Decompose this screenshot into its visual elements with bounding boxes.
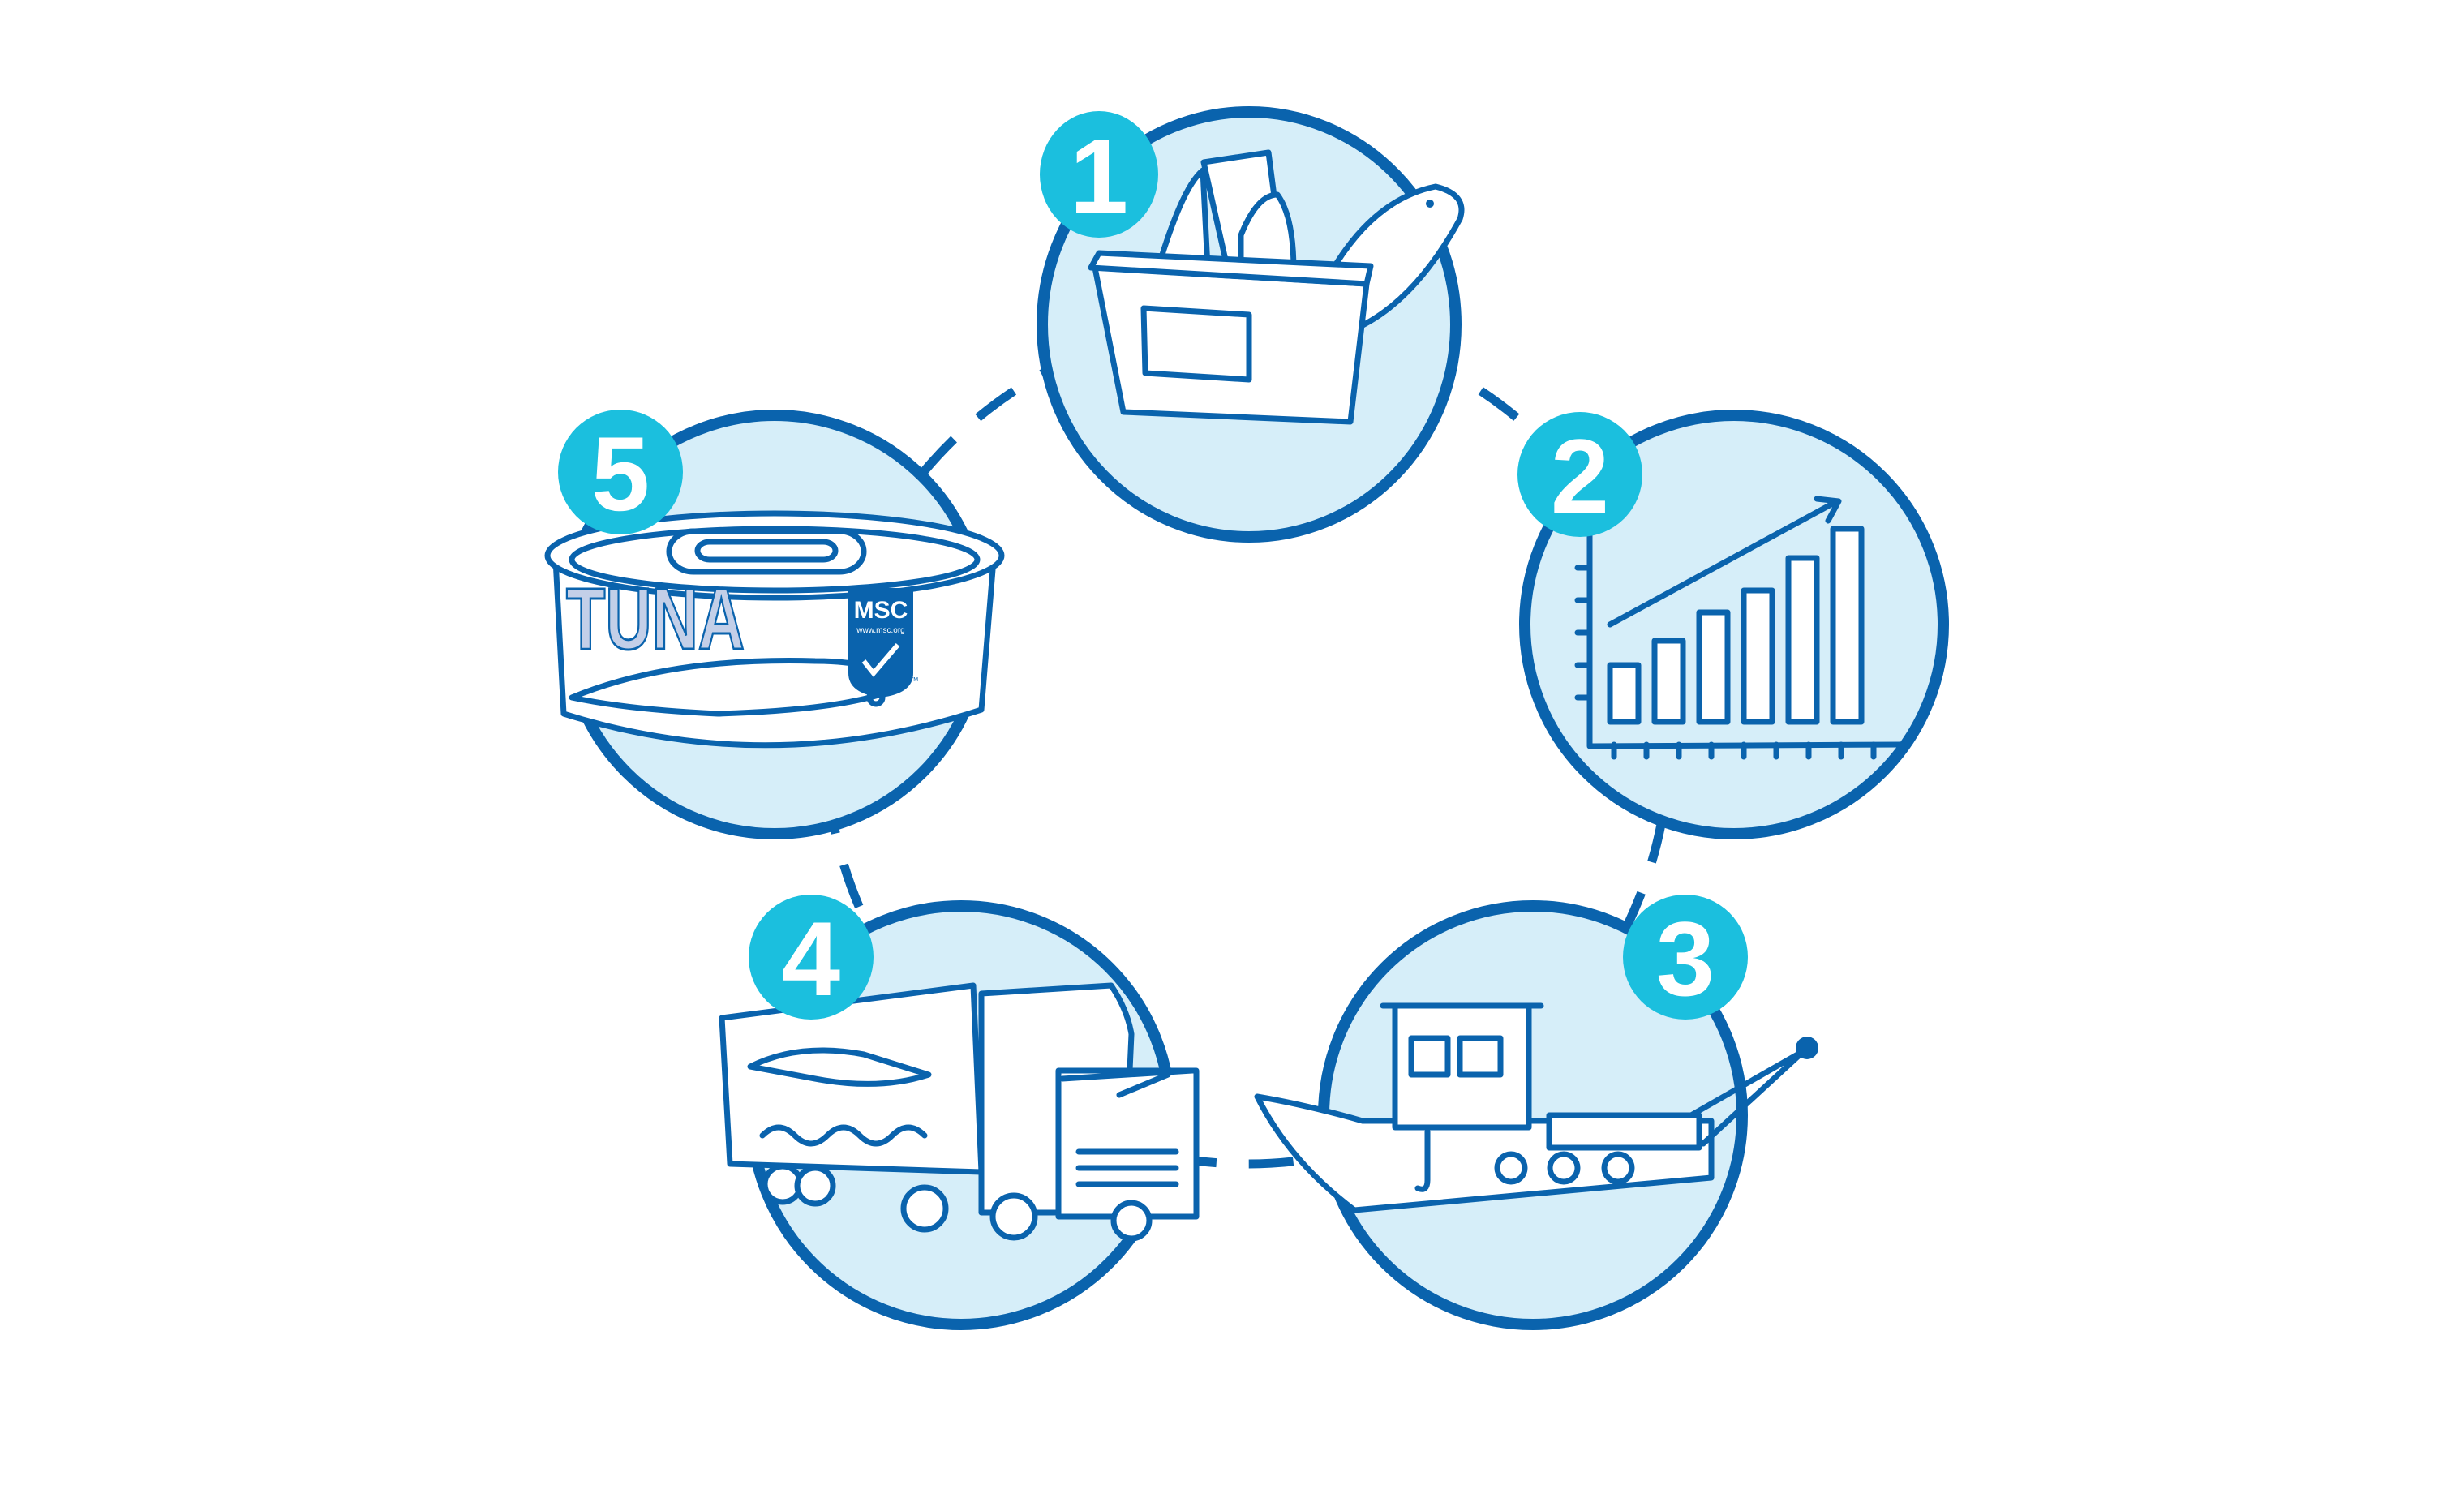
step-badge-1: 1 [1040,111,1158,238]
tuna-can-icon: TUNA MSC www.msc.org TM [544,510,1005,749]
svg-text:MSC: MSC [854,597,908,624]
delivery-truck-icon [719,982,1200,1242]
step-badge-2: 2 [1517,412,1642,537]
shark-icon [747,1047,932,1087]
step-1 [1037,106,1465,543]
step-badge-3: 3 [1623,895,1748,1020]
growth-bar-chart-icon [1574,496,1905,760]
fishing-boat-icon [1254,1002,1818,1213]
svg-text:TM: TM [910,677,918,683]
msc-logo: MSC www.msc.org TM [848,588,918,698]
step-badge-5: 5 [558,410,683,534]
svg-text:3: 3 [1656,899,1715,1018]
svg-text:4: 4 [782,899,840,1018]
svg-text:5: 5 [591,414,650,533]
step-2 [1519,410,1949,839]
step-badge-4: 4 [749,895,874,1020]
step-5: TUNA MSC www.msc.org TM [544,410,1005,839]
step-circle [1519,410,1949,839]
svg-text:1: 1 [1070,117,1128,235]
step-3 [1254,900,1818,1330]
step-4 [719,900,1200,1330]
can-label: TUNA [566,569,745,668]
svg-text:2: 2 [1551,417,1609,535]
fish-basket-icon [1088,149,1465,425]
svg-text:www.msc.org: www.msc.org [856,626,904,635]
